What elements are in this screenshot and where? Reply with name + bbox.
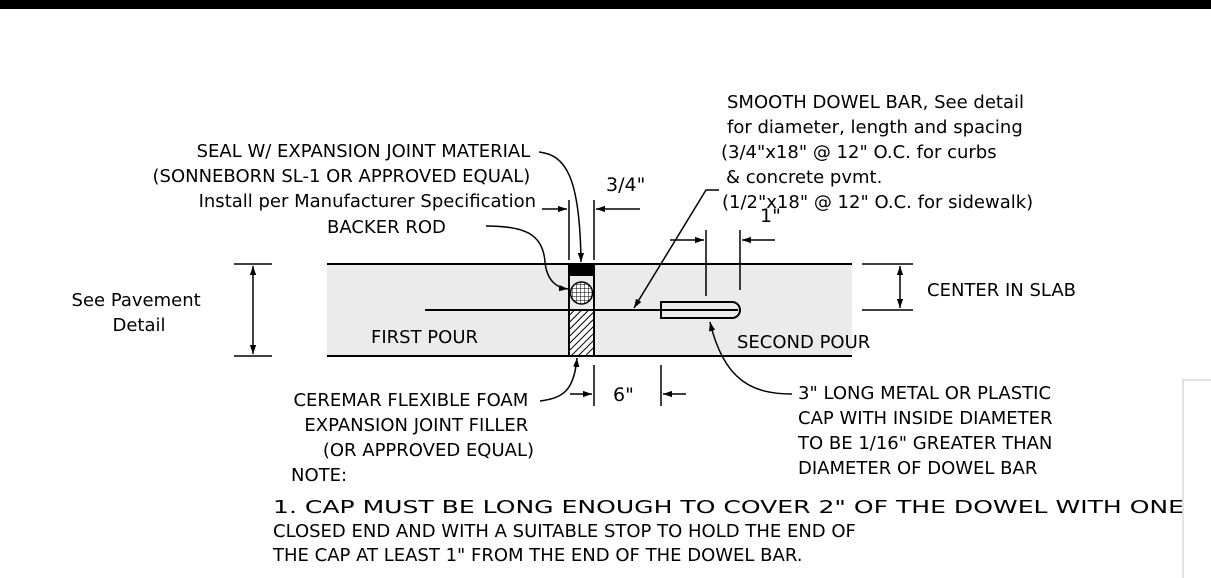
sheet-frame-fragment bbox=[1182, 379, 1211, 578]
cap-callout-line-2: CAP WITH INSIDE DIAMETER bbox=[798, 408, 1053, 429]
note-heading: NOTE: bbox=[291, 465, 347, 486]
cap-callout: 3" LONG METAL OR PLASTIC CAP WITH INSIDE… bbox=[797, 383, 1058, 479]
note-line-2: CLOSED END AND WITH A SUITABLE STOP TO H… bbox=[273, 521, 856, 542]
foam-filler-callout: CEREMAR FLEXIBLE FOAM EXPANSION JOINT FI… bbox=[293, 390, 534, 461]
pavement-label-line-2: Detail bbox=[112, 315, 165, 336]
cap-clearance-dim-label: 1" bbox=[760, 205, 781, 227]
center-in-slab-label: CENTER IN SLAB bbox=[927, 280, 1076, 301]
seal-callout-line-1: SEAL W/ EXPANSION JOINT MATERIAL bbox=[197, 141, 531, 162]
note-line-1: 1. CAP MUST BE LONG ENOUGH TO COVER 2" O… bbox=[273, 497, 1184, 518]
cap-leader bbox=[708, 321, 793, 395]
dowel-callout-line-3: (3/4"x18" @ 12" O.C. for curbs bbox=[721, 142, 997, 163]
pavement-label: See Pavement Detail bbox=[72, 290, 207, 336]
dowel-callout-line-2: for diameter, length and spacing bbox=[727, 117, 1023, 138]
cap-callout-line-1: 3" LONG METAL OR PLASTIC bbox=[798, 383, 1051, 404]
foam-filler-line-3: (OR APPROVED EQUAL) bbox=[323, 440, 534, 461]
backer-rod bbox=[569, 281, 594, 305]
dowel-callout-line-5: (1/2"x18" @ 12" O.C. for sidewalk) bbox=[722, 192, 1033, 213]
seal-callout: SEAL W/ EXPANSION JOINT MATERIAL (SONNEB… bbox=[153, 141, 536, 212]
seal-leader bbox=[538, 151, 585, 263]
dowel-leader bbox=[633, 189, 719, 309]
cap-callout-line-4: DIAMETER OF DOWEL BAR bbox=[798, 458, 1037, 479]
backer-rod-leader bbox=[485, 225, 569, 292]
dowel-offset-dim-label: 6" bbox=[613, 384, 634, 406]
first-pour-label: FIRST POUR bbox=[371, 327, 478, 348]
second-pour-label: SECOND POUR bbox=[737, 332, 870, 353]
foam-filler-line-1: CEREMAR FLEXIBLE FOAM bbox=[293, 390, 528, 411]
seal-callout-line-2: (SONNEBORN SL-1 OR APPROVED EQUAL) bbox=[153, 166, 531, 187]
seal-callout-line-3: Install per Manufacturer Specification bbox=[199, 191, 536, 212]
foam-filler-line-2: EXPANSION JOINT FILLER bbox=[304, 415, 528, 436]
note-body: 1. CAP MUST BE LONG ENOUGH TO COVER 2" O… bbox=[272, 497, 1190, 566]
pavement-label-line-1: See Pavement bbox=[72, 290, 201, 311]
joint-sealant bbox=[569, 264, 594, 276]
cap-callout-line-3: TO BE 1/16" GREATER THAN bbox=[797, 433, 1052, 454]
note-line-3: THE CAP AT LEAST 1" FROM THE END OF THE … bbox=[272, 545, 802, 566]
backer-rod-label: BACKER ROD bbox=[327, 217, 446, 238]
joint-width-dim-label: 3/4" bbox=[606, 174, 645, 196]
foam-leader bbox=[539, 357, 580, 402]
top-border-bar bbox=[0, 0, 1211, 9]
dowel-callout-line-4: & concrete pvmt. bbox=[726, 167, 882, 188]
foam-filler bbox=[568, 309, 595, 357]
dowel-cap bbox=[660, 301, 741, 319]
dowel-callout-line-1: SMOOTH DOWEL BAR, See detail bbox=[727, 92, 1024, 113]
dowel-callout: SMOOTH DOWEL BAR, See detail for diamete… bbox=[721, 92, 1033, 213]
